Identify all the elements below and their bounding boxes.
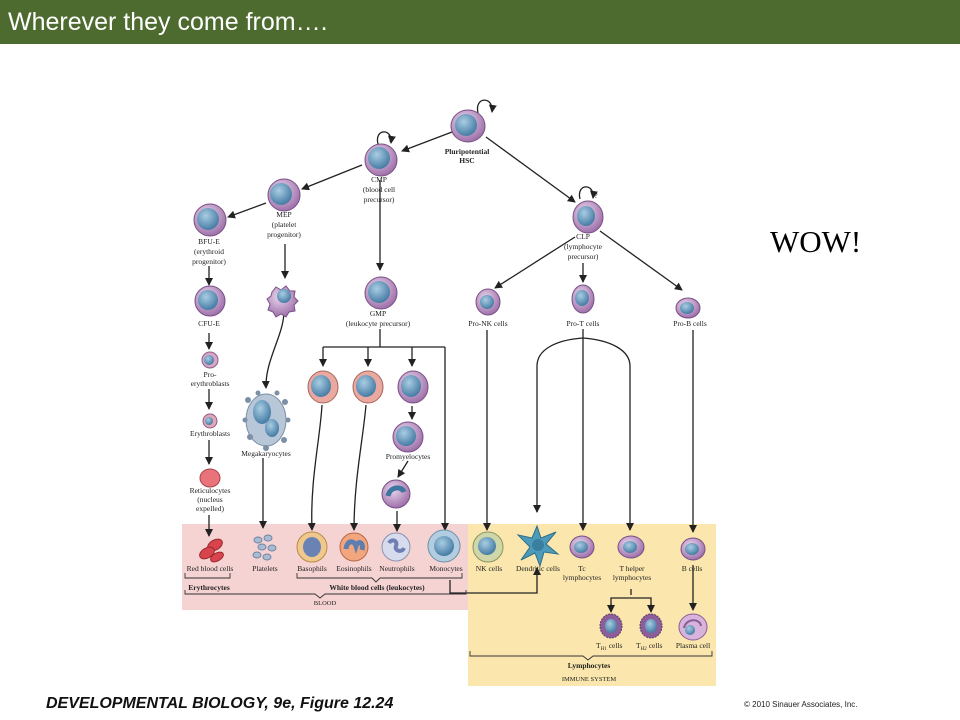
mep-cell [267,178,301,212]
hsc-cell [450,109,486,143]
label-cfue: CFU-E [198,319,220,328]
red-blood-cells [199,538,224,563]
label-b-cells: B cells [682,564,703,573]
neutrophil-cell [381,532,411,562]
slide-title: Wherever they come from…. [8,8,328,36]
myelocyte-cell [381,479,411,509]
label-cmp-2: (blood cell [363,185,395,194]
clp-cell [572,200,604,234]
label-pro-erythroblasts: Pro- [204,370,217,379]
label-mep-3: progenitor) [267,230,301,239]
megakaryocyte-cell [242,390,291,451]
label-mep-2: (platelet [272,220,297,229]
nk-cell [472,531,504,563]
label-erythrocytes: Erythrocytes [188,583,230,592]
label-plasma-cell: Plasma cell [676,641,710,650]
label-promyelocytes: Promyelocytes [386,452,431,461]
label-gmp-2: (leukocyte precursor) [346,319,411,328]
label-basophils: Basophils [297,564,327,573]
dendritic-cell [516,524,560,568]
label-cmp-3: precursor) [364,195,395,204]
label-pro-b: Pro-B cells [673,319,707,328]
platelets-cells [252,534,277,561]
pro-nk-cell [475,288,501,316]
th-cell [617,535,645,559]
label-pro-t: Pro-T cells [567,319,600,328]
label-clp-3: precursor) [568,252,599,261]
label-reticulocytes: Reticulocytes [190,486,231,495]
label-erythroblasts: Erythroblasts [190,429,230,438]
label-red-blood-cells: Red blood cells [187,564,234,573]
pro-t-cell [571,284,595,314]
label-hsc-2: HSC [459,156,474,165]
label-gmp: GMP [370,309,386,318]
label-reticulocytes-3: expelled) [196,504,224,513]
label-pro-erythroblasts-2: erythroblasts [191,379,230,388]
label-megakaryocytes: Megakaryocytes [241,449,291,458]
label-clp-2: (lymphocyte [564,242,603,251]
erythroblast-cell [202,413,218,429]
monocyte-cell [427,529,461,563]
label-nk-cells: NK cells [476,564,503,573]
label-cmp: CMP [371,175,387,184]
label-neutrophils: Neutrophils [379,564,414,573]
brackets [184,573,713,661]
title-bar: Wherever they come from…. [0,0,960,44]
cmp-cell [364,143,398,177]
eosinophil-cell [339,532,369,562]
bfue-cell [193,203,227,237]
label-pro-nk: Pro-NK cells [468,319,507,328]
label-blood: BLOOD [314,600,337,607]
basophil-precursor-cell [307,370,339,404]
proerythroblast-cell [201,351,219,369]
th2-cell [639,613,663,639]
figure-caption: DEVELOPMENTAL BIOLOGY, 9e, Figure 12.24 [46,695,394,712]
label-monocytes: Monocytes [429,564,462,573]
label-q1: ? [388,136,391,144]
th1-cell [599,613,623,639]
eosinophil-precursor-cell [352,370,384,404]
label-dendritic-cells: Dendritic cells [516,564,560,573]
megakaryocyte-precursor-cell [266,285,299,318]
promyelocyte-cell [392,421,424,453]
label-eosinophils: Eosinophils [336,564,372,573]
label-bfue-2: (erythroid [194,247,224,256]
label-bfue: BFU-E [198,237,220,246]
label-th: T helper [619,564,645,573]
cfue-cell [194,285,226,317]
label-mep: MEP [276,210,291,219]
label-tc-2: lymphocytes [563,573,601,582]
label-q2: ? [594,192,597,200]
label-lymphocytes: Lymphocytes [568,661,611,670]
label-th-2: lymphocytes [613,573,651,582]
label-hsc: Pluripotential [445,147,490,156]
plasma-cell [678,613,708,641]
label-reticulocytes-2: (nucleus [197,495,222,504]
reticulocyte-cell [199,468,221,488]
label-immune-system: IMMUNE SYSTEM [562,676,617,683]
tc-cell [569,535,595,559]
arrows [205,99,697,613]
gmp-cell [364,276,398,310]
copyright-notice: © 2010 Sinauer Associates, Inc. [744,700,858,709]
label-clp: CLP [576,232,590,241]
neutrophil-precursor-cell [397,370,429,404]
pro-b-cell [675,297,701,319]
wow-note: WOW! [770,224,862,259]
blood-region [182,524,469,610]
label-bfue-3: progenitor) [192,257,226,266]
label-white-blood-cells: White blood cells (leukocytes) [329,583,425,592]
label-platelets: Platelets [252,564,277,573]
basophil-cell [296,531,328,563]
label-tc: Tc [578,564,586,573]
b-cell [680,537,706,561]
